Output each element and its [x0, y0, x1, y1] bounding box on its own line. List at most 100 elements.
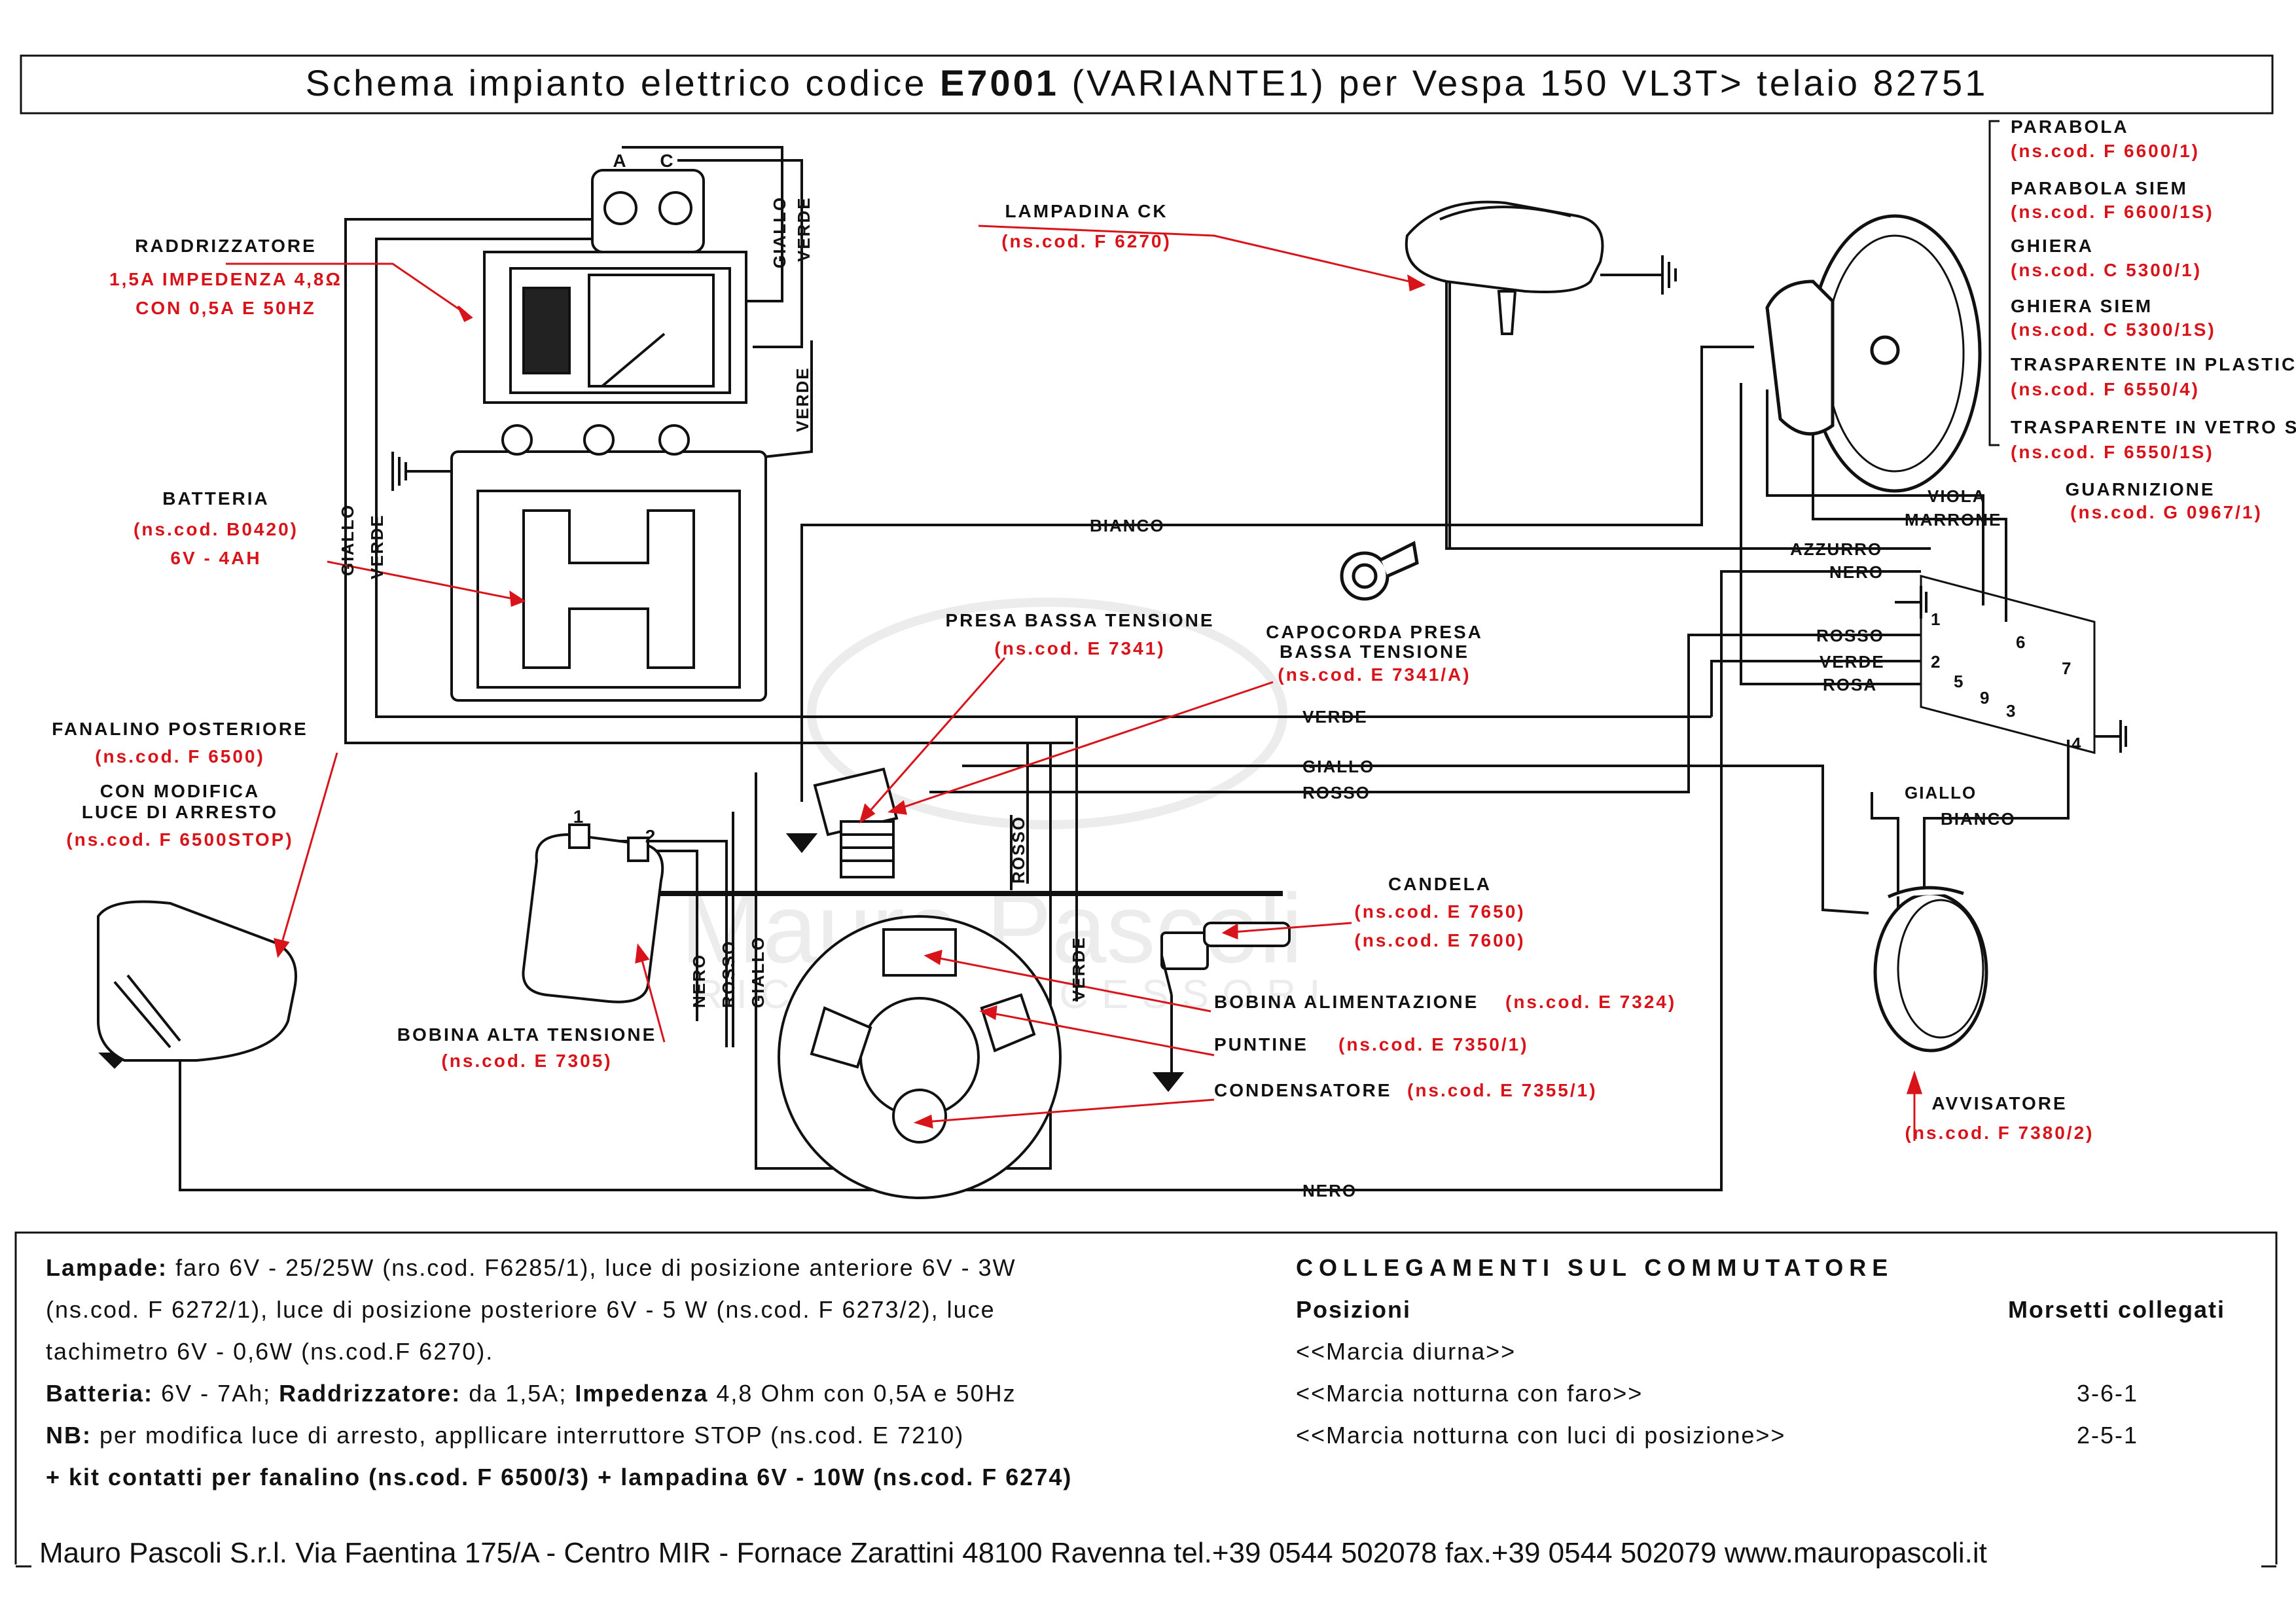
- wire-giallo-stator: GIALLO: [748, 936, 768, 1008]
- horn-drawing: [1873, 886, 1988, 1053]
- pointer-lines: [226, 120, 2000, 1141]
- wire-labels: BIANCO VERDE GIALLO ROSSO NERO VIOLA MAR…: [338, 196, 2015, 1200]
- switch-terminal-2: 2: [1931, 652, 1941, 672]
- commutatore-heading: COLLEGAMENTI SUL COMMUTATORE: [1296, 1254, 1894, 1281]
- code-lampadina-ck: (ns.cod. F 6270): [1001, 231, 1172, 251]
- label-fanalino: FANALINO POSTERIORE: [52, 719, 308, 739]
- label-candela: CANDELA: [1388, 874, 1492, 894]
- coil-terminal-1: 1: [573, 806, 586, 827]
- wire-verde: VERDE: [1302, 707, 1368, 727]
- wire-giallo: GIALLO: [1302, 757, 1374, 776]
- notes-lampade-2: (ns.cod. F 6272/1), luce di posizione po…: [46, 1296, 996, 1323]
- footer-address: Mauro Pascoli S.r.l. Via Faentina 175/A …: [39, 1537, 1987, 1569]
- tail-light-drawing: [97, 900, 297, 1062]
- page-title: Schema impianto elettrico codice E7001 (…: [306, 62, 1988, 103]
- terminal-ring-drawing: [1340, 541, 1419, 601]
- label-bobina-al: BOBINA ALIMENTAZIONE: [1214, 992, 1479, 1012]
- wire-giallo-horn: GIALLO: [1905, 783, 1977, 803]
- notes-batteria: Batteria: 6V - 7Ah; Raddrizzatore: da 1,…: [46, 1380, 1016, 1407]
- code-batteria: (ns.cod. B0420): [134, 519, 298, 539]
- code-candela-1: (ns.cod. E 7650): [1354, 901, 1525, 922]
- switch-terminal-1: 1: [1931, 609, 1941, 629]
- label-presa-bt: PRESA BASSA TENSIONE: [945, 610, 1214, 630]
- col-posizioni: Posizioni: [1296, 1296, 1412, 1323]
- notes-lampade-1: Lampade: faro 6V - 25/25W (ns.cod. F6285…: [46, 1254, 1016, 1281]
- label-fanalino-mod1: CON MODIFICA: [100, 781, 260, 801]
- commutatore-block: COLLEGAMENTI SUL COMMUTATORE Posizioni M…: [1296, 1247, 2225, 1456]
- wire-azzurro: AZZURRO: [1790, 539, 1882, 559]
- ht-coil-drawing: [522, 823, 664, 1003]
- spec-raddrizzatore-1: 1,5A IMPEDENZA 4,8Ω: [109, 269, 342, 289]
- part-name: PARABOLA: [2011, 117, 2129, 137]
- label-guarnizione: GUARNIZIONE: [2066, 479, 2215, 499]
- switch-terminal-7: 7: [2062, 659, 2072, 678]
- label-batteria: BATTERIA: [162, 488, 269, 509]
- wire-nero-stator: NERO: [689, 954, 709, 1008]
- low-voltage-socket-drawing: [813, 767, 899, 878]
- label-bobina-at: BOBINA ALTA TENSIONE: [397, 1024, 657, 1045]
- commutatore-row: <<Marcia notturna con luci di posizione>…: [1296, 1422, 2139, 1449]
- code-fanalino-stop: (ns.cod. F 6500STOP): [66, 829, 293, 850]
- part-name: TRASPARENTE IN PLASTICA: [2011, 354, 2296, 374]
- title-box: [20, 54, 2274, 115]
- wire-verde-rect: VERDE: [793, 367, 812, 432]
- label-capocorda-2: BASSA TENSIONE: [1280, 641, 1469, 662]
- coil-terminal-2: 2: [645, 826, 658, 846]
- notes-kit: + kit contatti per fanalino (ns.cod. F 6…: [46, 1464, 1073, 1490]
- code-candela-2: (ns.cod. E 7600): [1354, 930, 1525, 950]
- component-labels: RADDRIZZATORE 1,5A IMPEDENZA 4,8Ω CON 0,…: [52, 201, 2263, 1143]
- part-code: (ns.cod. F 6600/1): [2011, 141, 2200, 161]
- code-bobina-at: (ns.cod. E 7305): [441, 1051, 612, 1071]
- part-code: (ns.cod. C 5300/1S): [2011, 319, 2216, 340]
- code-condensatore: (ns.cod. E 7355/1): [1407, 1080, 1598, 1100]
- label-fanalino-mod2: LUCE DI ARRESTO: [82, 802, 278, 822]
- wire-nero-right: NERO: [1829, 562, 1884, 582]
- speedometer-drawing: [1405, 200, 1656, 335]
- spec-raddrizzatore-2: CON 0,5A E 50HZ: [135, 298, 316, 318]
- label-lampadina-ck: LAMPADINA CK: [1005, 201, 1168, 221]
- headlamp-drawing: [1765, 214, 1982, 493]
- wire-nero: NERO: [1302, 1181, 1357, 1200]
- code-fanalino: (ns.cod. F 6500): [95, 746, 265, 767]
- switch-terminal-9: 9: [1980, 688, 1990, 708]
- wire-rosso: ROSSO: [1302, 783, 1371, 803]
- switch-terminal-6: 6: [2016, 632, 2026, 652]
- stator-drawing: [778, 915, 1062, 1199]
- wire-verde-right: VERDE: [1820, 652, 1885, 672]
- wire-marrone: MARRONE: [1905, 510, 2001, 530]
- part-name: GHIERA SIEM: [2011, 296, 2153, 316]
- commutatore-row: <<Marcia diurna>>: [1296, 1338, 1516, 1365]
- wire-rosa: ROSA: [1823, 675, 1877, 695]
- notes-lampade-3: tachimetro 6V - 0,6W (ns.cod.F 6270).: [46, 1338, 494, 1365]
- wire-verde-left: VERDE: [367, 514, 387, 579]
- switch-terminal-4: 4: [2072, 734, 2082, 753]
- code-guarnizione: (ns.cod. G 0967/1): [2070, 502, 2263, 522]
- code-avvisatore: (ns.cod. F 7380/2): [1905, 1123, 2094, 1143]
- spec-batteria: 6V - 4AH: [170, 548, 261, 568]
- code-presa-bt: (ns.cod. E 7341): [994, 638, 1165, 659]
- part-name: GHIERA: [2011, 236, 2094, 256]
- notes-block: Lampade: faro 6V - 25/25W (ns.cod. F6285…: [46, 1247, 1211, 1498]
- wire-rosso-right: ROSSO: [1816, 626, 1884, 645]
- wire-verde-top: VERDE: [794, 196, 814, 262]
- col-morsetti: Morsetti collegati: [2007, 1296, 2225, 1323]
- commutatore-row: <<Marcia notturna con faro>>3-6-1: [1296, 1380, 2139, 1407]
- code-capocorda: (ns.cod. E 7341/A): [1278, 664, 1471, 685]
- wire-bianco: BIANCO: [1090, 516, 1165, 535]
- wire-giallo-top: GIALLO: [770, 196, 789, 268]
- label-capocorda-1: CAPOCORDA PRESA: [1266, 622, 1483, 642]
- label-puntine: PUNTINE: [1214, 1034, 1308, 1055]
- label-condensatore: CONDENSATORE: [1214, 1080, 1391, 1100]
- wire-rosso-stator: ROSSO: [719, 940, 738, 1008]
- terminal-a: A: [613, 151, 628, 171]
- rectifier-drawing: [483, 169, 747, 404]
- label-raddrizzatore: RADDRIZZATORE: [135, 236, 317, 256]
- terminal-c: C: [660, 151, 675, 171]
- code-bobina-al: (ns.cod. E 7324): [1505, 992, 1676, 1012]
- battery-drawing: [450, 424, 767, 702]
- switch-terminal-5: 5: [1954, 672, 1964, 691]
- headlamp-parts-list: PARABOLA (ns.cod. F 6600/1) PARABOLA SIE…: [2011, 117, 2296, 462]
- wire-viola: VIOLA: [1928, 486, 1986, 506]
